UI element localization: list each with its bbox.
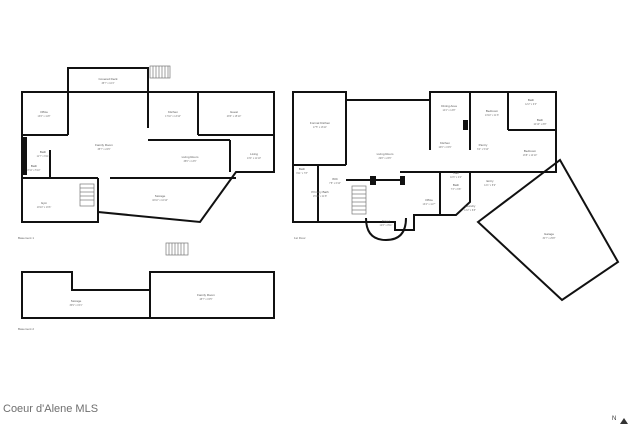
bath-d-label: Bath	[453, 183, 460, 187]
basement-1-partitions	[22, 92, 274, 212]
formal-kitchen-label: Formal Kitchen	[310, 121, 331, 125]
primary-bath-label: Primary Bath	[311, 190, 329, 194]
office-f-dim: 13'4" x 11'7"	[423, 203, 436, 206]
office-b1-label: Office	[40, 110, 48, 114]
bedroom-a-label: Bedroom	[486, 109, 499, 113]
laundry-dim: 13'2" x 8'8"	[464, 209, 476, 212]
garage-outline	[476, 158, 620, 302]
bath-c-label: Bath	[537, 118, 544, 122]
primary-bath-dim: 15'10" x 11'8"	[313, 195, 327, 198]
bedroom-b-label: Bedroom	[524, 149, 537, 153]
living-b1-label: Living	[250, 152, 258, 156]
hall-label: Hall	[453, 171, 459, 175]
north-label: N	[612, 416, 616, 422]
living-room-f-dim: 29'8" x 23'6"	[378, 157, 391, 160]
entry-label: Entry	[486, 179, 494, 183]
foyer-label: Foyer	[382, 219, 390, 223]
first-floor-partitions	[293, 92, 556, 222]
storage-b1-dim: 40'10" x 10'10"	[152, 199, 168, 202]
office-f-label: Office	[425, 198, 433, 202]
bath-f-label: Bath	[299, 167, 306, 171]
entry-dim: 14'1" x 8'9"	[484, 184, 496, 187]
storage-b1-label: Storage	[155, 194, 166, 198]
first-floor-plan: Formal Kitchen 17'5" x 16'11" Dining Are…	[292, 91, 620, 302]
garage-label: Garage	[544, 232, 554, 236]
bath-a-dim: 12'2" x 9'3"	[525, 103, 537, 106]
family-room-b2-label: Family Room	[197, 293, 215, 297]
basement-1-floor-label: Basement 1	[18, 236, 34, 240]
hall-dim: 10'6" x 4'0"	[450, 176, 462, 179]
bath2-b1-dim: 8'11" x 5'10"	[28, 169, 41, 172]
family-room-b1-label: Family Room	[95, 143, 113, 147]
guest-label: Guest	[230, 110, 238, 114]
family-room-b1-dim: 38'7" x 24'9"	[97, 148, 110, 151]
wic-dim: 7'8" x 6'10"	[329, 182, 341, 185]
kitchen-b1-label: Kitchen	[168, 110, 178, 114]
pantry-label: Pantry	[479, 143, 488, 147]
dining-area-label: Dining Area	[441, 104, 457, 108]
foyer-bay-wall	[365, 217, 407, 242]
kitchen-f-label: Kitchen	[440, 141, 450, 145]
gym-dim: 19'10" x 16'6"	[37, 206, 52, 209]
foyer-dim: 12'6" x 8'11"	[380, 224, 393, 227]
bath-f-dim: 9'11" x 7'8"	[296, 172, 308, 175]
bath-b1-label: Bath	[40, 150, 47, 154]
living-room-b1-dim: 38'6" x 13'6"	[183, 160, 196, 163]
garage-dim: 30'7" x 25'8"	[542, 237, 555, 240]
first-floor-outer-wall	[292, 91, 557, 231]
basement-2-floor-label: Basement 2	[18, 327, 34, 331]
bath2-b1-label: Bath	[31, 164, 38, 168]
living-room-f-label: Living Room	[377, 152, 394, 156]
first-floor-wall-block-b	[400, 176, 405, 185]
covered-deck-label: Covered Deck	[98, 77, 118, 81]
basement-1-outer-wall	[21, 91, 275, 224]
basement-2-outer-wall	[21, 271, 275, 319]
bath-d-dim: 7'3" x 6'8"	[451, 188, 462, 191]
north-arrow-icon	[620, 418, 628, 424]
basement-1-dark-wall-block	[22, 137, 27, 175]
laundry-label: Laundry	[465, 204, 476, 208]
wic-label: WIC	[332, 177, 339, 181]
office-b1-dim: 13'6" x 11'8"	[38, 115, 51, 118]
bedroom-a-dim: 13'10" x 11'6"	[485, 114, 499, 117]
guest-dim: 28'3" x 15'10"	[227, 115, 242, 118]
bath-c-dim: 10'10" x 8'8"	[533, 123, 546, 126]
basement-1-plan: Office 13'6" x 11'8" Covered Deck 38'7" …	[18, 65, 275, 240]
living-b1-dim: 13'4" x 11'10"	[247, 157, 261, 160]
standalone-stair-symbol	[165, 242, 189, 256]
first-floor-wall-block-c	[463, 120, 468, 130]
living-room-b1-label: Living Room	[182, 155, 199, 159]
dining-area-dim: 14'4" x 13'8"	[442, 109, 455, 112]
storage-b2-label: Storage	[71, 299, 82, 303]
gym-label: Gym	[41, 201, 48, 205]
formal-kitchen-dim: 17'5" x 16'11"	[313, 126, 327, 129]
pantry-dim: 6'4" x 5'10"	[477, 148, 489, 151]
first-floor-label: 1st Floor	[294, 236, 306, 240]
deck-stairs	[149, 65, 171, 79]
first-floor-stairs	[351, 185, 367, 215]
covered-deck-dim: 38'7" x 10'4"	[101, 82, 114, 85]
bedroom-b-dim: 16'8" x 14'10"	[523, 154, 538, 157]
kitchen-f-dim: 16'6" x 15'9"	[438, 146, 451, 149]
bath-a-label: Bath	[528, 98, 535, 102]
basement-1-stairs	[79, 183, 95, 207]
storage-b2-dim: 36'9" x 15'1"	[69, 304, 82, 307]
kitchen-b1-dim: 17'10" x 13'10"	[165, 115, 181, 118]
north-compass: N	[612, 416, 628, 424]
bath-b1-dim: 11'7" x 6'11"	[37, 155, 50, 158]
basement-2-plan: Storage 36'9" x 15'1" Family Room 48'7" …	[18, 271, 275, 331]
mls-watermark: Coeur d'Alene MLS	[3, 403, 98, 415]
first-floor-wall-block-a	[370, 176, 376, 185]
family-room-b2-dim: 48'7" x 15'5"	[199, 298, 212, 301]
